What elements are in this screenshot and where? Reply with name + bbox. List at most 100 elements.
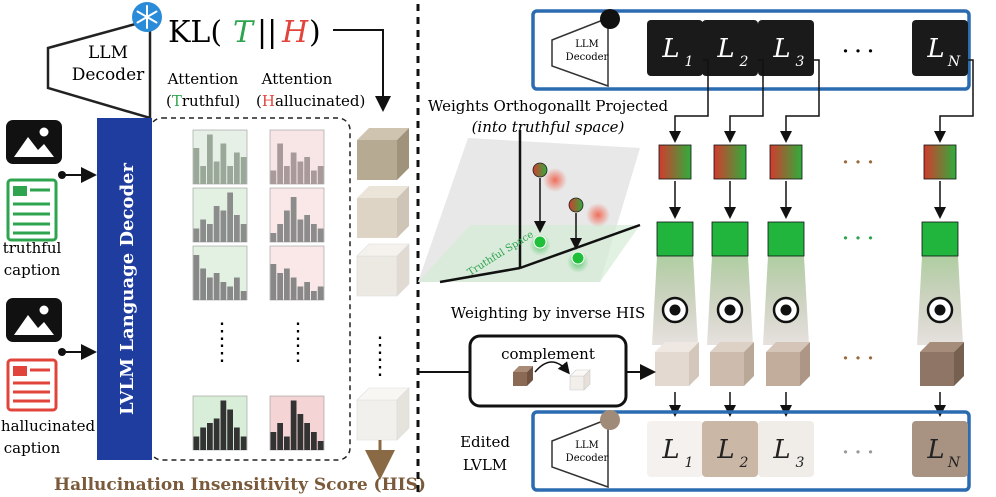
histogram-bar: [213, 206, 220, 242]
bottom-llm-decoder: LLM Decoder: [551, 410, 620, 489]
kl-truthful: T: [233, 15, 255, 50]
layer-label: L: [716, 435, 734, 465]
edited-lvlm-label-1: Edited: [460, 433, 510, 451]
histogram-bar: [193, 228, 200, 242]
attention-truthful-header: Attention (Truthful): [166, 70, 240, 110]
kl-divergence-formula: KL( T || H ): [168, 15, 321, 50]
layer-columns: [652, 59, 974, 417]
histogram-bar: [200, 268, 206, 300]
histogram-bar: [193, 148, 200, 184]
histogram-bar: [304, 423, 310, 450]
layer-column: [917, 59, 974, 417]
histogram-bar: [304, 282, 310, 300]
histogram-bar: [200, 427, 206, 450]
histogram-bar: [227, 286, 233, 300]
histogram-bar: [317, 441, 324, 450]
histogram-bar: [207, 224, 213, 242]
histogram-bar: [270, 432, 277, 450]
gradient-dots: · · ·: [842, 152, 873, 173]
hadamard-product-icon: [716, 296, 744, 324]
lvlm-language-decoder: LVLM Language Decoder: [97, 118, 152, 460]
layer-column: [652, 59, 709, 417]
top-layer-dots: · · ·: [842, 41, 873, 62]
truthful-ellipsis-2: ⋮: [211, 341, 233, 366]
truthful-caption-label-1: truthful: [3, 239, 62, 257]
lvlm-decoder-label: LVLM Language Decoder: [117, 163, 138, 415]
histogram-bar: [240, 291, 247, 300]
kl-separator: ||: [257, 15, 277, 50]
weight-gradient-block: [769, 144, 803, 180]
histogram-bar: [277, 224, 283, 242]
complement-label: complement: [501, 345, 595, 363]
histogram-bar: [297, 286, 304, 300]
attention-histogram: [269, 395, 325, 451]
his-cube: [356, 243, 410, 297]
projected-weight-block: [921, 221, 959, 257]
histogram-bar: [297, 219, 304, 242]
top-llm-decoder: LLM Decoder: [551, 9, 620, 88]
cube-dots: · · ·: [842, 348, 873, 369]
histogram-bar: [234, 427, 240, 450]
cube-ellipsis: ⋮: [369, 333, 391, 358]
edited-lvlm-label-2: LVLM: [463, 456, 507, 474]
attention-histogram: [192, 187, 248, 243]
svg-text:(Hallucinated): (Hallucinated): [256, 92, 365, 110]
histogram-bar: [290, 152, 297, 184]
weights-subtitle: (into truthful space): [472, 118, 625, 136]
histogram-bar: [207, 277, 213, 300]
layer-subscript: 3: [796, 455, 805, 471]
llm-decoder-label-1: LLM: [88, 43, 128, 63]
histogram-bar: [297, 414, 304, 450]
his-cube-column: [356, 128, 410, 441]
attention-histograms: [192, 129, 325, 451]
svg-text:(Truthful): (Truthful): [166, 92, 240, 110]
attention-histogram: [269, 245, 325, 301]
caption-icon-truthful: [6, 178, 58, 242]
truthful-ellipsis: ⋮: [211, 319, 233, 344]
weight-gradient-block: [658, 144, 692, 180]
his-cube: [357, 186, 409, 238]
his-cube: [920, 342, 964, 386]
projected-weight-block: [711, 221, 749, 257]
svg-text:LLM: LLM: [575, 440, 599, 451]
histogram-bar: [284, 166, 290, 184]
histogram-bar: [297, 161, 304, 184]
histogram-bar: [220, 143, 227, 184]
attention-histogram: [269, 129, 325, 185]
histogram-bar: [200, 219, 206, 242]
histogram-bar: [234, 152, 240, 184]
layer-label: L: [661, 435, 679, 465]
hadamard-product-icon: [772, 296, 800, 324]
histogram-bar: [213, 418, 220, 450]
layer-subscript: N: [947, 54, 961, 70]
histogram-bar: [207, 423, 213, 450]
histogram-bar: [311, 432, 317, 450]
truthful-space-plot: Truthful Space: [418, 130, 641, 284]
histogram-bar: [284, 210, 290, 242]
histogram-bar: [304, 157, 310, 184]
histogram-bar: [213, 273, 220, 300]
green-dots: · · ·: [842, 228, 873, 249]
histogram-bar: [284, 436, 290, 450]
histogram-bar: [220, 282, 227, 300]
kl-hallucinated: H: [281, 15, 309, 50]
histogram-bar: [277, 143, 283, 184]
layer-subscript: 3: [796, 54, 805, 70]
histogram-bar: [240, 224, 247, 242]
complement-dark-cube: [513, 366, 533, 386]
histogram-bar: [311, 291, 317, 300]
layer-label: L: [716, 34, 734, 64]
truthful-caption-label-2: caption: [4, 261, 61, 279]
layer-subscript: 2: [739, 455, 749, 471]
histogram-bar: [234, 215, 240, 242]
histogram-bar: [311, 170, 317, 184]
layer-label: L: [661, 34, 679, 64]
histogram-bar: [290, 277, 297, 300]
